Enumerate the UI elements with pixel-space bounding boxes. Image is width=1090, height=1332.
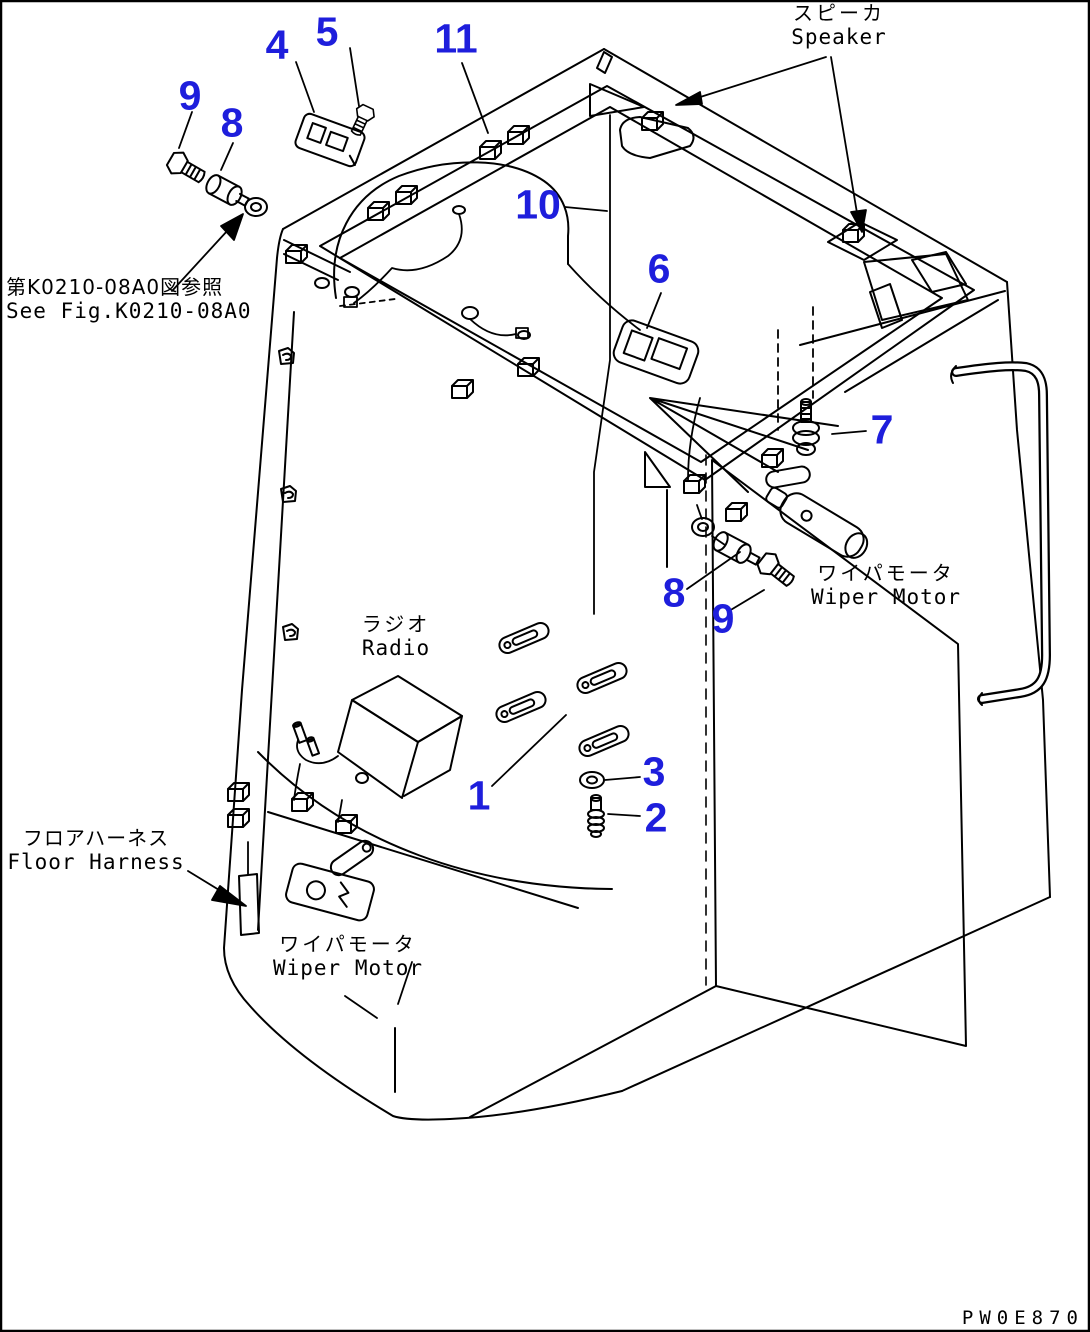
top-left-fasteners (163, 102, 378, 217)
label-wiper-motor-left-en: Wiper Motor (272, 956, 424, 980)
label-see-fig-en: See Fig.K0210-08A0 (6, 299, 252, 323)
label-wiper-motor-right: ワイパモータ Wiper Motor (810, 561, 962, 610)
label-radio: ラジオ Radio (361, 612, 431, 661)
callout-11: 11 (434, 15, 478, 62)
label-wiper-motor-left: ワイパモータ Wiper Motor (272, 932, 424, 981)
callout-1: 1 (467, 772, 491, 819)
callout-5: 5 (315, 8, 339, 55)
harness-leader-line (593, 114, 611, 615)
callout-9-mid: 9 (711, 595, 735, 642)
roof-opening (319, 85, 1006, 481)
label-see-fig: 第K0210-08A0図参照 See Fig.K0210-08A0 (6, 275, 252, 324)
callout-8-top: 8 (220, 99, 244, 146)
wiper-motor-right-part (683, 397, 869, 593)
label-speaker-jp: スピーカ (792, 1, 885, 25)
label-floor-harness-en: Floor Harness (7, 850, 185, 874)
annotation-arrows (171, 56, 867, 907)
front-corner (644, 397, 839, 568)
label-floor-harness-jp: フロアハーネス (22, 826, 170, 850)
callout-6: 6 (647, 245, 671, 292)
callout-2: 2 (644, 794, 668, 841)
grab-handle (950, 361, 1051, 706)
bracket-chain (492, 619, 633, 838)
label-speaker: スピーカ Speaker (791, 1, 887, 50)
speaker-mounts (589, 51, 969, 329)
callout-10: 10 (515, 181, 561, 228)
callout-4: 4 (265, 21, 289, 68)
bolt-7 (792, 398, 820, 456)
wiper-motor-left-part (257, 751, 613, 1093)
label-see-fig-jp: 第K0210-08A0図参照 (6, 275, 224, 299)
label-wiper-motor-left-jp: ワイパモータ (279, 932, 417, 956)
drawing-code: PW0E870 (961, 1307, 1084, 1329)
radio-unit (291, 675, 463, 834)
callout-8-mid: 8 (662, 569, 686, 616)
room-lamp (612, 319, 700, 385)
callout-7: 7 (870, 406, 894, 453)
roof-harness-wiring (339, 213, 641, 339)
label-radio-jp: ラジオ (361, 612, 431, 636)
label-wiper-motor-right-en: Wiper Motor (810, 585, 962, 609)
cab-outline (223, 48, 1051, 1121)
label-floor-harness: フロアハーネス Floor Harness (7, 826, 185, 875)
label-wiper-motor-right-jp: ワイパモータ (817, 561, 955, 585)
callout-9-top: 9 (178, 72, 202, 119)
floor-harness-part (227, 782, 260, 936)
leader-lines (178, 47, 867, 1019)
callout-3: 3 (642, 748, 666, 795)
label-radio-en: Radio (361, 636, 431, 660)
label-speaker-en: Speaker (791, 25, 887, 49)
right-window (469, 454, 967, 1118)
hidden-lines (777, 306, 814, 431)
